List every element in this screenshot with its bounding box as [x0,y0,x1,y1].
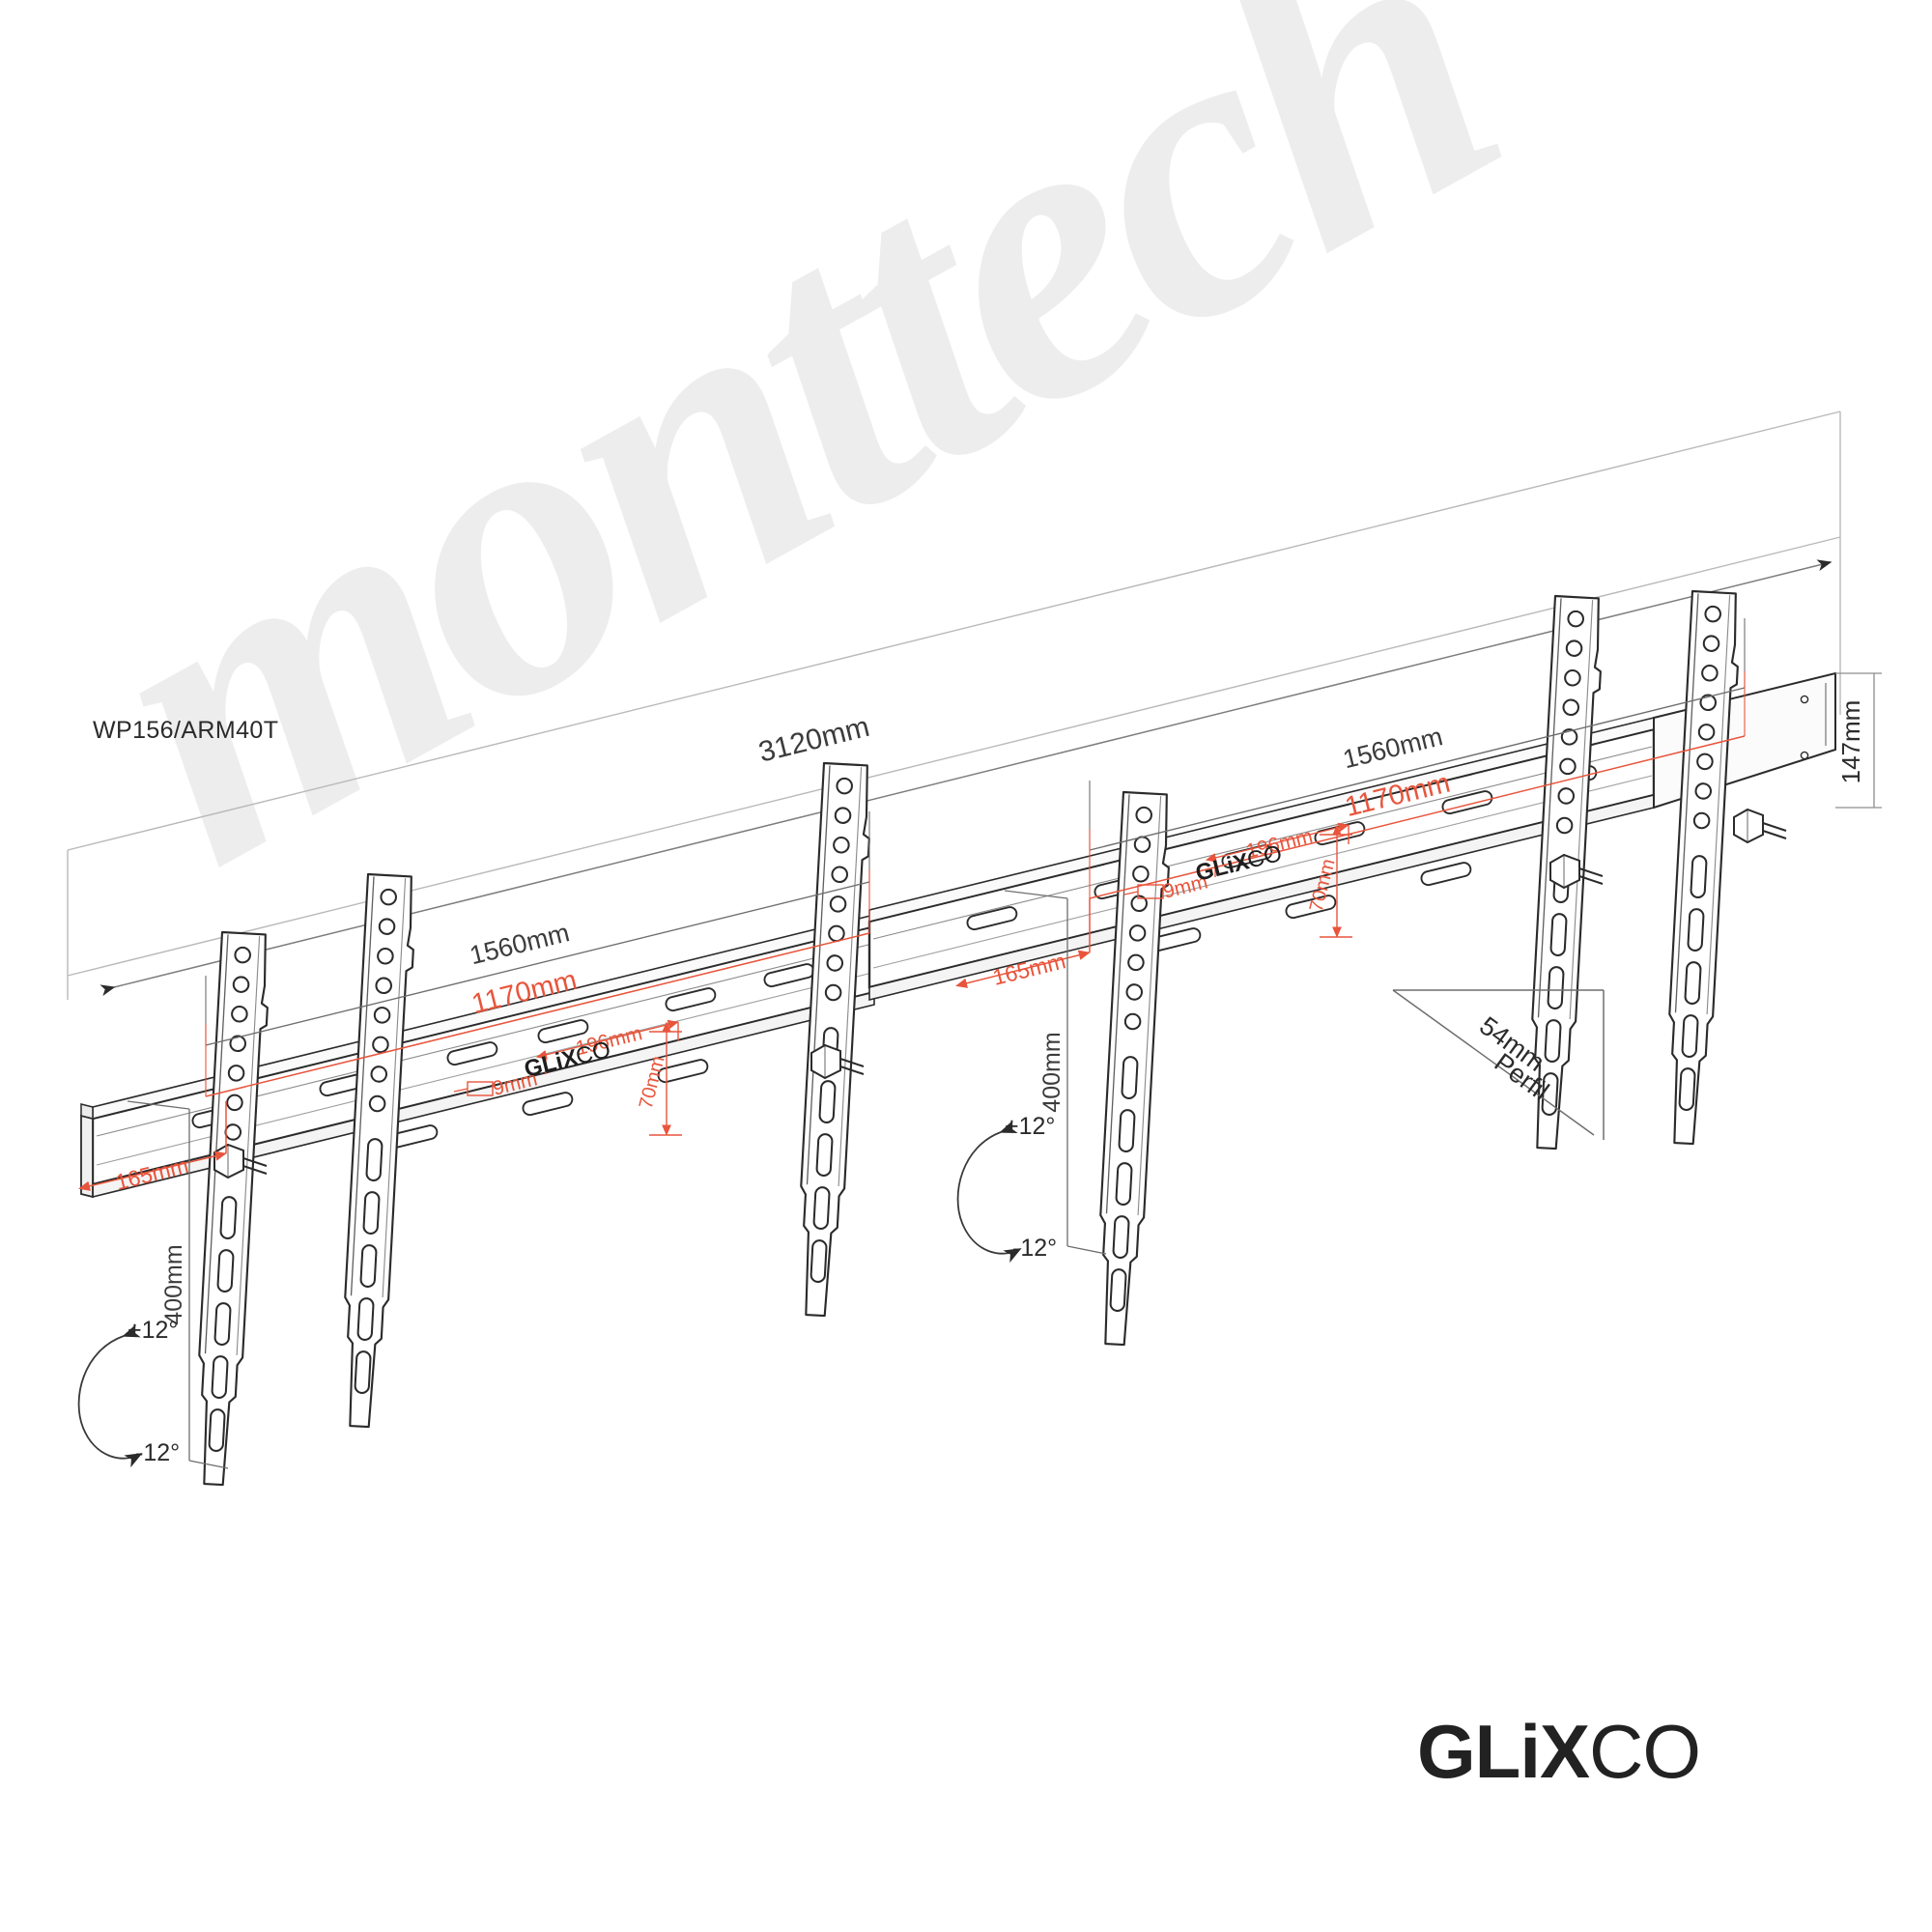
dim-label-left-1170: 1170mm [469,965,580,1020]
right-dim-9 [1123,884,1164,899]
tilt-label-left-up: +12° [128,1317,178,1344]
left-dim-9 [453,1081,494,1096]
dim-label-right-70: 70mm [1306,857,1340,914]
rail-logo-right-bold: GLiX [1193,848,1252,887]
dim-label-left-70: 70mm [636,1054,669,1111]
rail-logo-left-bold: GLiX [522,1044,581,1083]
brand-logo-bold: GLiX [1417,1709,1590,1794]
dim-label-right-1170: 1170mm [1342,768,1453,823]
brand-logo: GLiX CO [1417,1708,1701,1796]
dim-label-right-1560: 1560mm [1340,722,1445,774]
dim-label-left-1560: 1560mm [467,918,572,970]
dim-label-left-400: 400mm [160,1244,187,1324]
brand-logo-light: CO [1589,1709,1701,1794]
left-dim-400 [127,1100,229,1469]
dim-label-right-165: 165mm [990,948,1068,990]
right-dim-165 [955,898,1091,988]
profile-depth-leader [1392,989,1605,1140]
tilt-label-right-down: -12° [1012,1235,1057,1262]
right-dim-1170 [1089,671,1746,899]
tilt-arc-right [956,1120,1022,1264]
left-dim-70 [649,1021,682,1136]
tilt-arc-left [77,1323,143,1468]
right-dim-70 [1320,824,1352,938]
tilt-label-right-up: +12° [1005,1113,1055,1140]
wall-rail-left [80,913,876,1199]
rail-height-extension [1835,672,1882,809]
dim-label-right-400: 400mm [1038,1032,1065,1112]
dim-label-overall-width: 3120mm [755,711,872,769]
tilt-label-left-down: -12° [135,1439,180,1466]
rail-logo-left: GLiX CO [522,1037,613,1083]
rail-logo-right: GLiX CO [1193,840,1285,887]
right-dim-400 [1004,890,1107,1255]
left-dim-165 [78,1101,227,1191]
left-dim-1170 [205,869,870,1097]
dim-label-rail-height: 147mm [1836,700,1865,784]
model-code-label: WP156/ARM40T [93,717,279,744]
dim-label-left-165: 165mm [113,1152,191,1195]
